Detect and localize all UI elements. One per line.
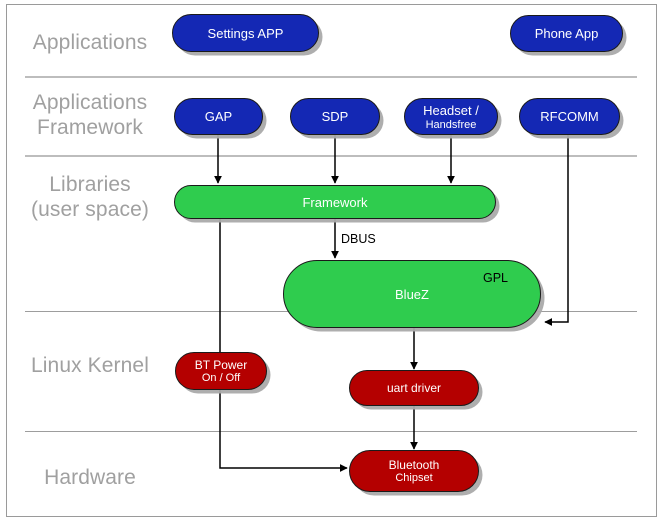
- node-phone-app-label: Phone App: [534, 26, 599, 41]
- node-settings-app[interactable]: Settings APP: [172, 14, 319, 52]
- node-rfcomm[interactable]: RFCOMM: [519, 98, 620, 135]
- tier-label-applications: Applications: [32, 31, 148, 54]
- node-settings-app-label: Settings APP: [207, 25, 284, 41]
- edge-label-dbus: DBUS: [341, 232, 376, 246]
- divider-applications: [25, 76, 637, 78]
- divider-linux-kernel: [25, 431, 637, 432]
- node-bt-power-label-line2: On / Off: [201, 372, 241, 384]
- node-headset-handsfree-label-line1: Headset /: [423, 102, 479, 118]
- node-phone-app[interactable]: Phone App: [510, 15, 623, 52]
- node-bt-power[interactable]: BT Power On / Off: [175, 352, 267, 390]
- node-uart-driver[interactable]: uart driver: [349, 370, 479, 406]
- node-bluez-gpl-badge: GPL: [483, 271, 509, 285]
- node-bt-power-label-line1: BT Power: [194, 358, 248, 372]
- node-bluez-label: BlueZ: [395, 286, 429, 302]
- node-gap[interactable]: GAP: [174, 98, 263, 135]
- node-sdp-label: SDP: [321, 109, 349, 124]
- node-framework[interactable]: Framework: [174, 185, 496, 219]
- node-bluetooth-chipset-label-line1: Bluetooth: [388, 458, 440, 472]
- divider-applications-framework: [25, 155, 637, 157]
- tier-label-hardware: Hardware: [44, 466, 136, 489]
- node-bluetooth-chipset-label-line2: Chipset: [395, 472, 433, 484]
- tier-label-applications-framework: Applications Framework: [32, 91, 148, 139]
- tier-label-libraries: Libraries (user space): [31, 173, 149, 221]
- node-framework-label: Framework: [302, 194, 368, 210]
- tier-label-linux-kernel: Linux Kernel: [31, 354, 149, 377]
- node-bluetooth-chipset[interactable]: Bluetooth Chipset: [349, 450, 479, 492]
- node-rfcomm-label: RFCOMM: [540, 109, 599, 124]
- node-gap-label: GAP: [204, 109, 233, 124]
- node-headset-handsfree-label-line2: Handsfree: [425, 118, 477, 131]
- node-headset-handsfree[interactable]: Headset / Handsfree: [404, 98, 498, 135]
- node-uart-driver-label: uart driver: [386, 381, 442, 395]
- node-sdp[interactable]: SDP: [290, 98, 380, 135]
